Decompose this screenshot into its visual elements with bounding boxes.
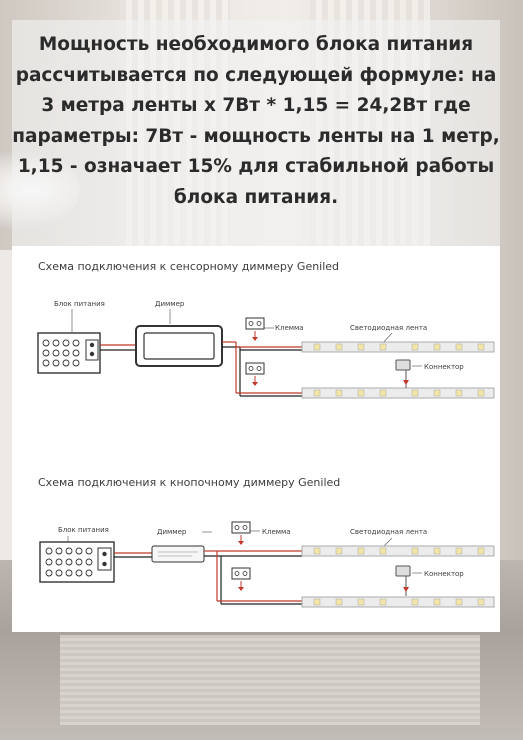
heading-line: Мощность необходимого блока питания — [38, 34, 474, 55]
wiring-diagrams: Схема подключения к сенсорному диммеру G… — [12, 246, 500, 632]
formula-heading: Мощность необходимого блока питания расс… — [12, 30, 500, 213]
side-wall — [0, 250, 12, 630]
button-dimmer — [151, 545, 205, 563]
label-power-supply: Блок питания — [54, 300, 105, 308]
label-terminal: Клемма — [275, 324, 304, 332]
label-dimmer: Диммер — [155, 300, 185, 308]
heading-line: рассчитывается по следующей формуле: на — [15, 64, 497, 86]
led-strip-touch-2 — [301, 387, 495, 399]
led-strip-button-1 — [301, 545, 495, 557]
label-connector: Коннектор — [424, 570, 464, 578]
label-connector: Коннектор — [424, 363, 464, 371]
terminal-bottom-1 — [231, 521, 251, 545]
led-strip-button-2 — [301, 596, 495, 608]
diagram-touch-title: Схема подключения к сенсорному диммеру G… — [38, 260, 339, 273]
wiring-diagrams-svg: Схема подключения к сенсорному диммеру G… — [37, 260, 495, 608]
heading-line: блока питания. — [173, 186, 339, 208]
touch-dimmer — [135, 325, 223, 367]
power-supply-button — [39, 541, 115, 583]
terminal-top-2 — [245, 362, 265, 386]
connector-touch — [395, 359, 411, 388]
heading-line: 1,15 - означает 15% для стабильной работ… — [17, 156, 495, 177]
diagram-button-title: Схема подключения к кнопочному диммеру G… — [38, 476, 340, 489]
label-terminal: Клемма — [262, 528, 291, 536]
rug — [60, 635, 480, 725]
power-supply-touch — [37, 332, 101, 374]
led-strip-touch-1 — [301, 341, 495, 353]
label-power-supply: Блок питания — [58, 526, 109, 534]
label-led-strip: Светодиодная лента — [350, 528, 427, 536]
label-dimmer: Диммер — [157, 528, 187, 536]
heading-line: параметры: 7Вт - мощность ленты на 1 мет… — [12, 125, 500, 147]
connector-button — [395, 565, 411, 596]
terminal-top-1 — [245, 317, 265, 341]
heading-line: 3 метра ленты х 7Вт * 1,15 = 24,2Вт где — [41, 95, 471, 116]
label-led-strip: Светодиодная лента — [350, 324, 427, 332]
terminal-bottom-2 — [231, 567, 251, 591]
